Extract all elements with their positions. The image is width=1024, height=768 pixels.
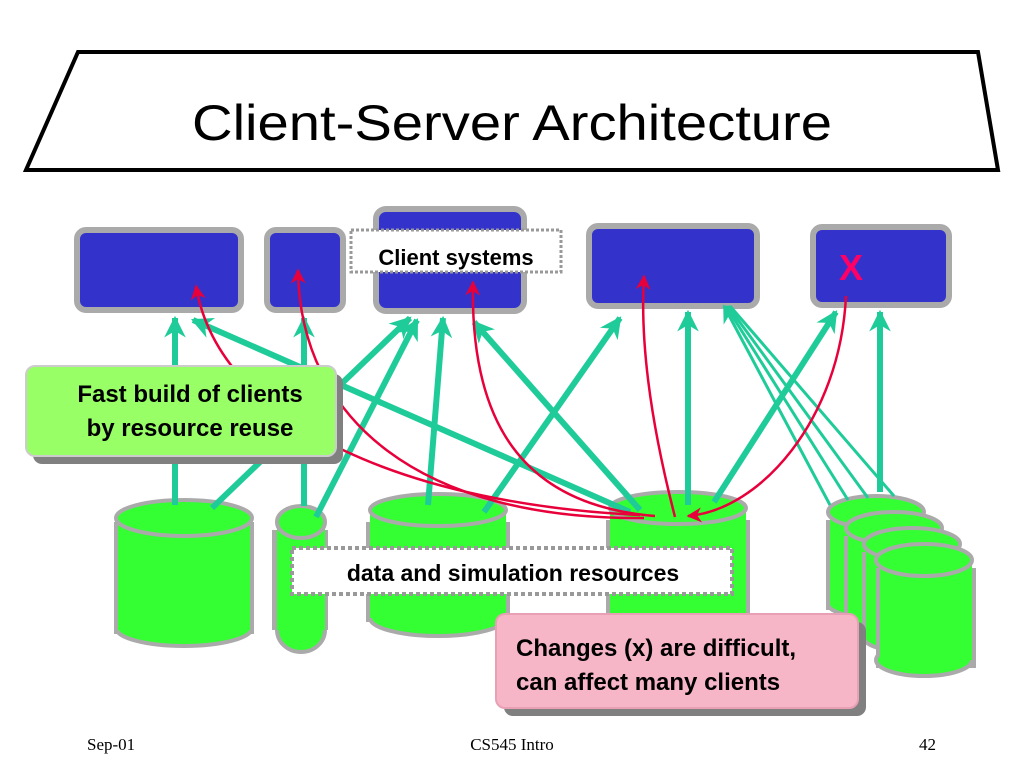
fast-build-line-1: Fast build of clients <box>77 381 302 408</box>
link-arrow-thin <box>722 304 832 506</box>
changes-callout: Changes (x) are difficult, can affect ma… <box>495 613 866 716</box>
link-arrow-thin <box>726 305 870 499</box>
title-banner: Client-Server Architecture <box>22 50 1001 172</box>
link-arrow <box>471 320 643 512</box>
client-systems-label: Client systems <box>349 228 563 274</box>
client-system-box[interactable] <box>74 227 244 313</box>
resources-group <box>114 490 976 678</box>
change-arrow <box>290 268 645 520</box>
footer-page-number: 42 <box>919 735 936 754</box>
resources-label-text: data and simulation resources <box>347 560 679 586</box>
client-system-box[interactable] <box>264 227 346 313</box>
change-arrow <box>635 274 677 518</box>
page-title: Client-Server Architecture <box>192 95 832 151</box>
changes-line-1: Changes (x) are difficult, <box>516 635 796 662</box>
slide-footer: Sep-01 CS545 Intro 42 <box>87 735 936 754</box>
link-arrow <box>313 318 420 519</box>
resource-database-stack[interactable] <box>826 494 976 678</box>
change-arrow <box>190 284 641 517</box>
link-arrow <box>425 315 453 506</box>
resource-database[interactable] <box>366 492 510 638</box>
change-marker: X <box>839 247 863 288</box>
title-trapezoid <box>22 50 1001 172</box>
changes-line-2: can affect many clients <box>516 669 780 696</box>
change-propagation-arrows <box>190 268 848 523</box>
resources-label: data and simulation resources <box>290 546 734 596</box>
change-arrow <box>686 295 848 523</box>
footer-course: CS545 Intro <box>470 735 554 754</box>
fast-build-callout: Fast build of clients by resource reuse <box>25 365 343 464</box>
link-arrow-thin <box>728 305 896 497</box>
clients-group: X <box>74 206 952 314</box>
change-arrow <box>465 280 656 518</box>
resource-database[interactable] <box>114 498 254 648</box>
client-system-box[interactable] <box>586 223 760 309</box>
footer-date: Sep-01 <box>87 735 135 754</box>
link-arrow <box>191 317 632 515</box>
link-arrow-thin <box>724 305 850 501</box>
link-arrow <box>481 316 623 514</box>
client-systems-text: Client systems <box>378 245 533 270</box>
client-system-box-changed[interactable] <box>810 224 952 308</box>
link-arrow <box>711 310 839 504</box>
fast-build-line-2: by resource reuse <box>87 415 294 442</box>
